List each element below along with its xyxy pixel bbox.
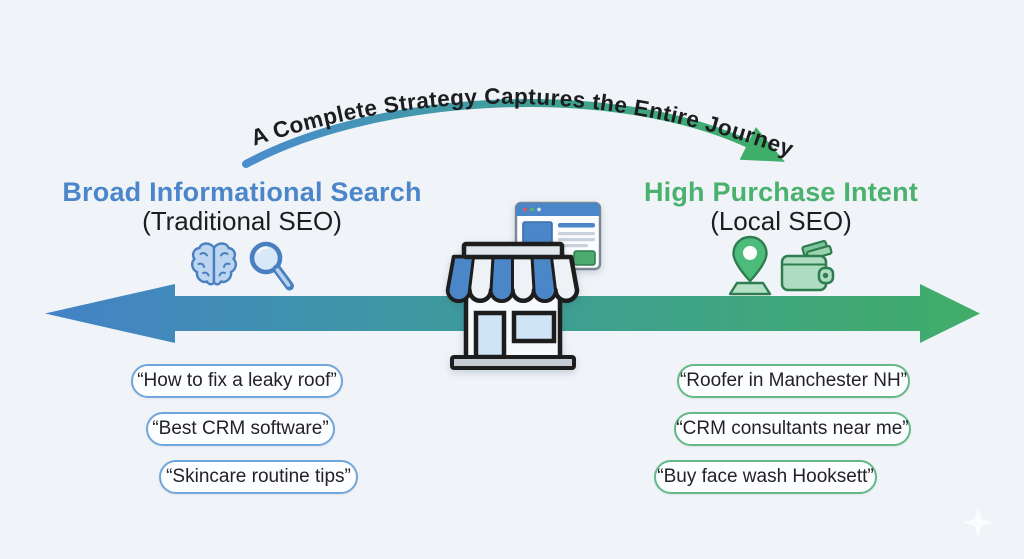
- query-pill-local: “Roofer in Manchester NH”: [677, 364, 910, 398]
- magnifying-glass-icon: [249, 241, 294, 291]
- query-pill-informational: “Best CRM software”: [146, 412, 335, 446]
- location-pin-icon: [728, 235, 772, 296]
- storefront-window: [511, 310, 557, 344]
- browser-dot-green: [530, 207, 534, 212]
- query-pill-informational: “How to fix a leaky roof”: [131, 364, 343, 398]
- query-pill-local: “CRM consultants near me”: [674, 412, 911, 446]
- browser-titlebar: [516, 203, 600, 216]
- right-heading: High Purchase Intent: [643, 177, 919, 207]
- brain-icon: [191, 242, 237, 286]
- arc-title-text: A Complete Strategy Captures the Entire …: [248, 84, 797, 162]
- storefront-roof: [461, 241, 565, 260]
- right-subheading: (Local SEO): [710, 206, 852, 236]
- browser-dot-red: [523, 207, 527, 212]
- journey-curve-arrow: [242, 98, 785, 168]
- sparkle-icon: [963, 508, 993, 537]
- storefront-illustration: [445, 241, 580, 370]
- browser-cta-button: [573, 250, 596, 266]
- wallet-icon: [780, 240, 835, 292]
- query-pill-informational: “Skincare routine tips”: [159, 460, 358, 494]
- browser-dot-gray: [537, 207, 541, 212]
- left-subheading: (Traditional SEO): [142, 206, 342, 236]
- left-heading: Broad Informational Search: [62, 177, 422, 207]
- query-pill-local: “Buy face wash Hooksett”: [654, 460, 877, 494]
- browser-window-illustration: [514, 201, 602, 271]
- storefront-door: [473, 310, 507, 360]
- arc-title: A Complete Strategy Captures the Entire …: [248, 84, 797, 162]
- storefront-base: [450, 355, 576, 370]
